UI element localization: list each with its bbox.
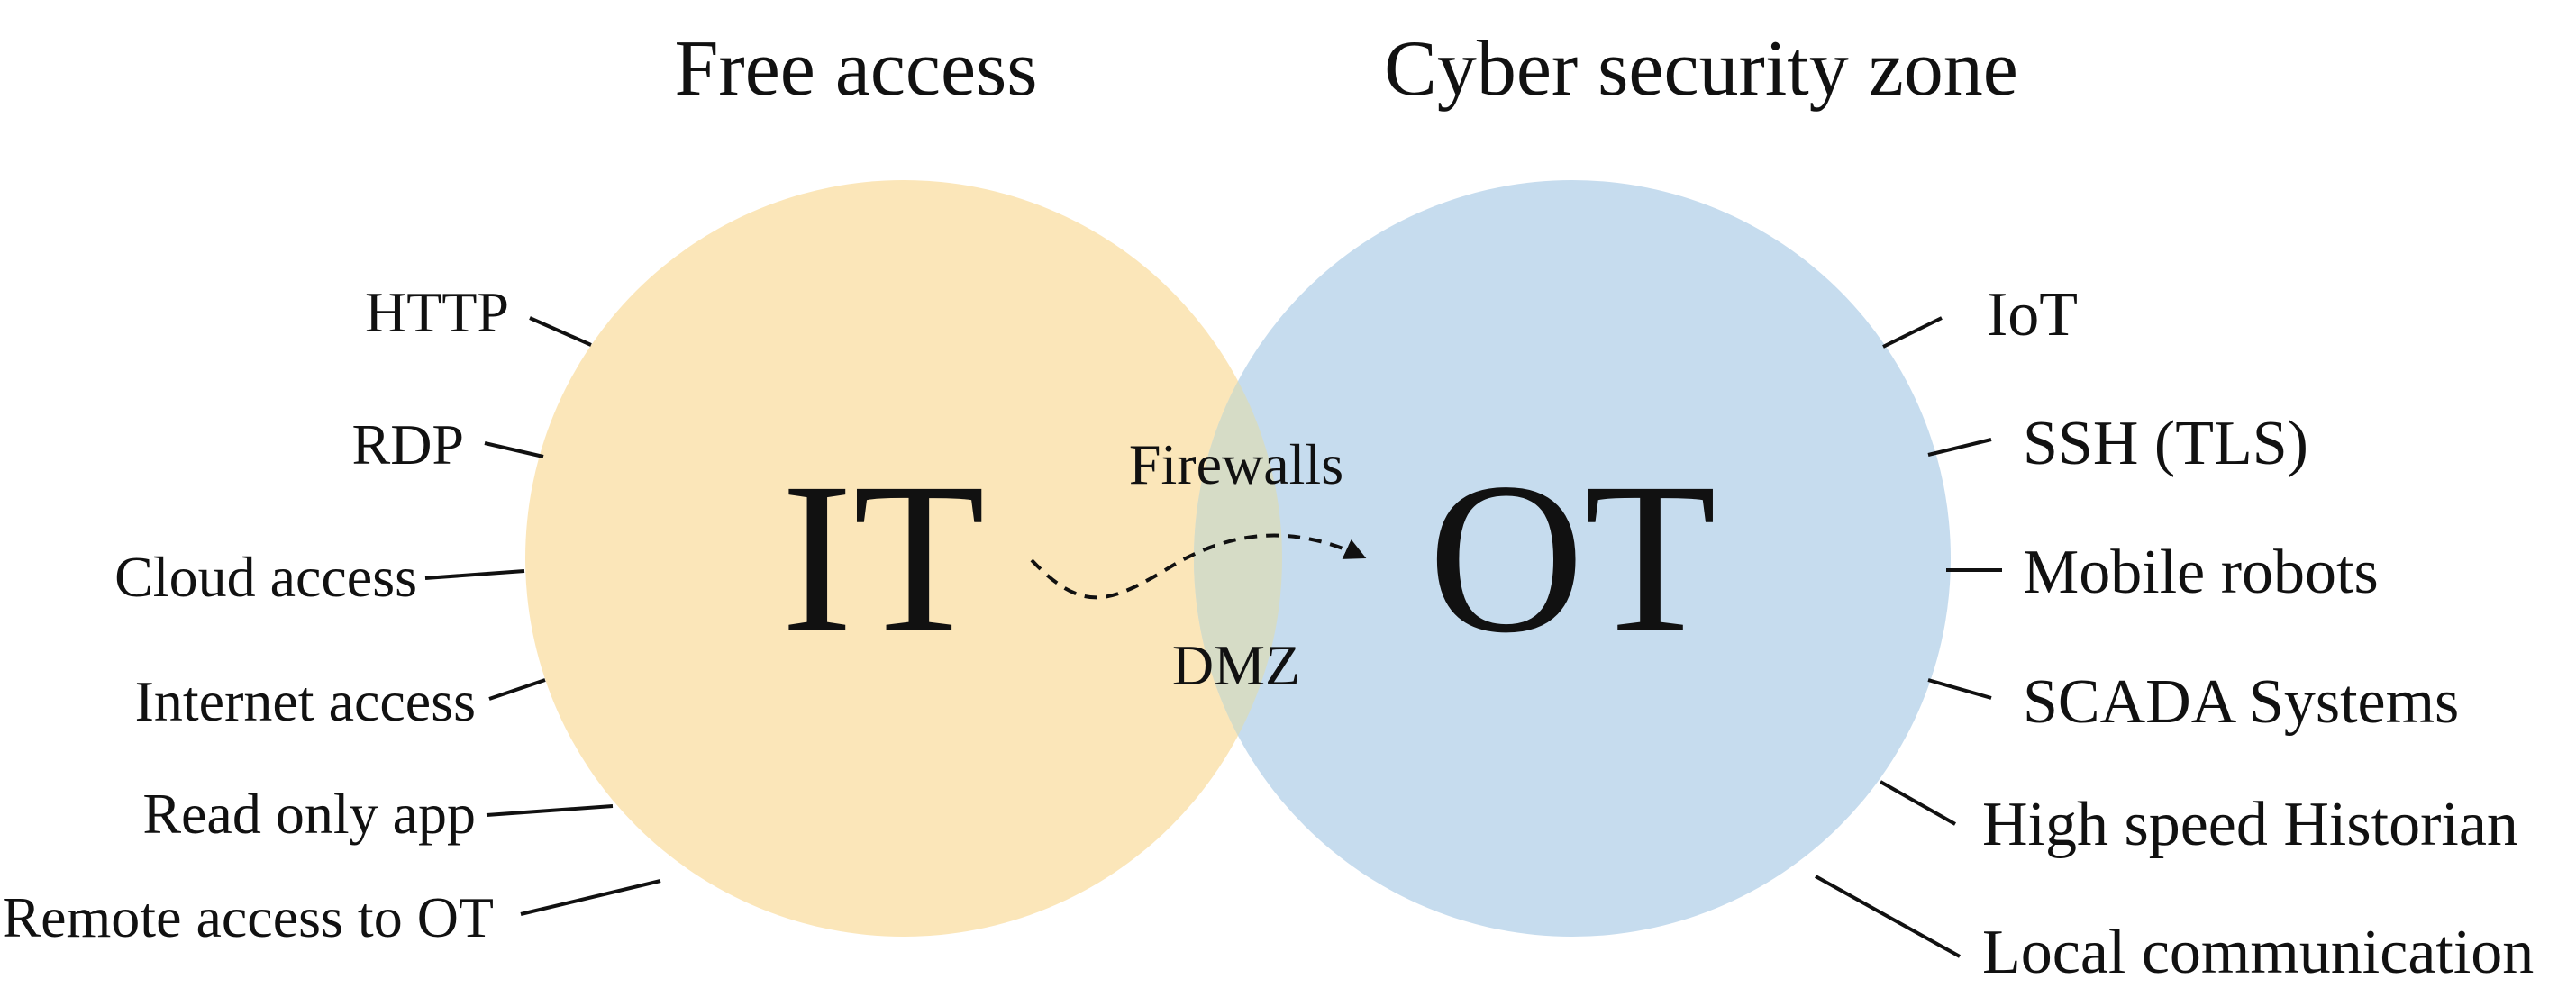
leader-line: [1927, 678, 1992, 700]
right-item-local-communication: Local communication: [1982, 918, 2534, 987]
right-item-high-speed-historian: High speed Historian: [1982, 790, 2518, 859]
left-item-read-only-app: Read only app: [142, 782, 476, 846]
right-item-ssh-tls: SSH (TLS): [2023, 409, 2308, 478]
leader-line: [520, 879, 661, 916]
it-to-ot-arrow: [1030, 533, 1367, 600]
leader-line: [1882, 316, 1943, 349]
leader-line: [486, 804, 614, 817]
ot-label: OT: [1428, 438, 1716, 677]
right-item-iot: IoT: [1987, 280, 2078, 349]
it-circle: [525, 180, 1282, 937]
leader-line: [529, 316, 592, 347]
leader-line: [424, 569, 525, 580]
left-item-cloud-access: Cloud access: [114, 545, 417, 609]
free-access-title: Free access: [674, 25, 1037, 113]
dmz-label: DMZ: [1172, 633, 1300, 697]
leader-line: [488, 678, 546, 701]
it-label: IT: [781, 438, 986, 677]
ot-circle: [1194, 180, 1951, 937]
left-item-remote-access-to-ot: Remote access to OT: [2, 885, 494, 949]
firewalls-label: Firewalls: [1129, 432, 1343, 496]
leader-line: [1880, 780, 1956, 826]
left-item-internet-access: Internet access: [135, 669, 476, 733]
left-item-http: HTTP: [365, 280, 509, 344]
right-item-scada-systems: SCADA Systems: [2023, 667, 2459, 737]
right-item-mobile-robots: Mobile robots: [2023, 538, 2379, 607]
leader-line: [484, 441, 544, 458]
right-items: IoT SSH (TLS) Mobile robots SCADA System…: [1815, 280, 2534, 987]
cyber-security-zone-title: Cyber security zone: [1384, 25, 2018, 113]
left-item-rdp: RDP: [352, 412, 465, 476]
left-items: HTTP RDP Cloud access Internet access Re…: [2, 280, 661, 949]
leader-line: [1927, 438, 1992, 457]
leader-line: [1815, 875, 1961, 958]
